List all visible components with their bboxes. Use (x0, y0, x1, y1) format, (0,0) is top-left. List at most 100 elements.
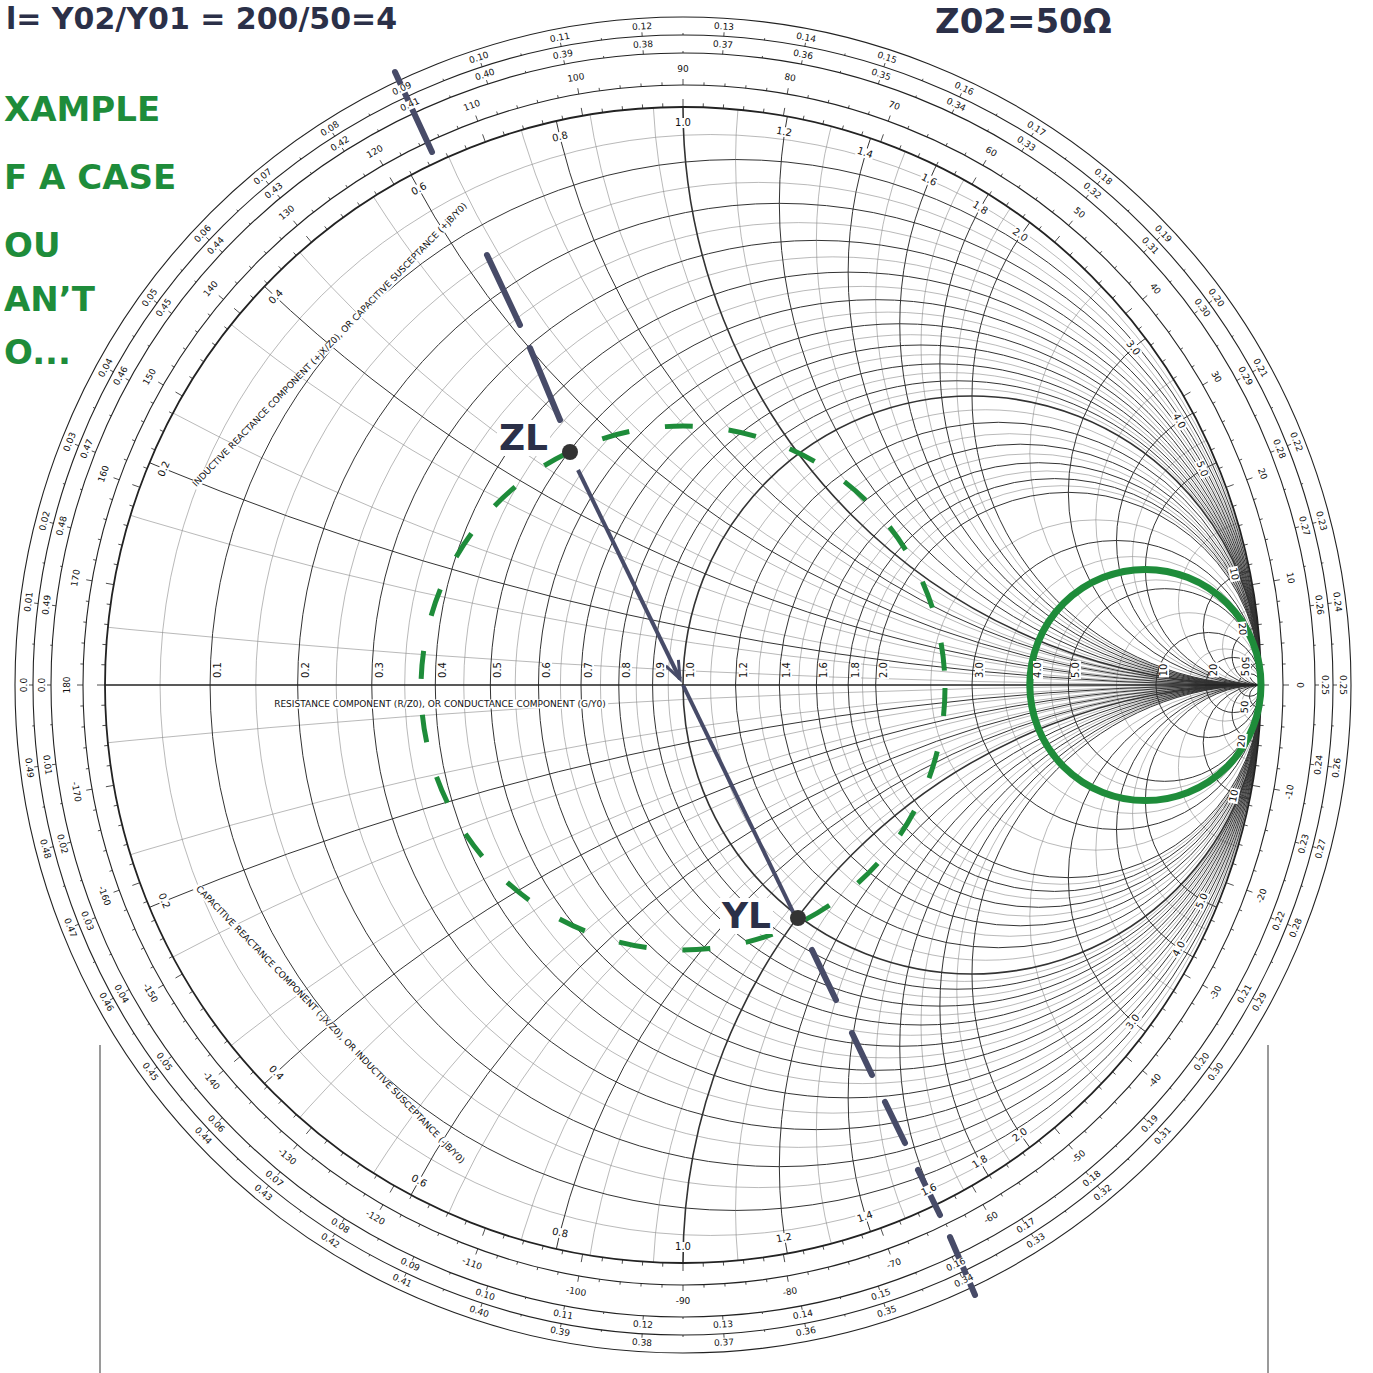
scale-tick (132, 485, 140, 488)
wavelength-value: 0.06 (192, 223, 214, 245)
scale-tick (1069, 221, 1073, 226)
scale-tick (201, 360, 204, 362)
scale-tick (803, 1250, 805, 1254)
scale-tick (1233, 864, 1237, 865)
scale-tick (377, 1239, 379, 1241)
wavelength-value: 0.03 (62, 430, 78, 454)
scale-tick (154, 1067, 157, 1069)
scale-tick (1069, 1145, 1073, 1150)
scale-tick (1247, 890, 1253, 892)
scale-tick (643, 1316, 644, 1320)
angle-value: -170 (70, 780, 83, 804)
wavelength-value: 0.04 (112, 982, 131, 1006)
scale-tick (908, 1241, 909, 1244)
scale-tick (249, 223, 250, 224)
reactance-value: 0.6 (408, 180, 429, 197)
scale-tick (840, 1297, 841, 1299)
scale-tick (102, 644, 106, 645)
reactance-value: 50 (1239, 655, 1250, 670)
angle-value: 50 (1071, 205, 1087, 221)
wavelength-value: 0.42 (318, 1232, 341, 1251)
scale-tick (237, 1159, 238, 1160)
scale-tick (1162, 1008, 1165, 1010)
point-label: YL (720, 898, 773, 934)
wavelength-value: 0.26 (1331, 756, 1343, 779)
scale-tick (783, 108, 784, 116)
scale-tick (1283, 663, 1286, 664)
scale-tick (557, 95, 559, 98)
scale-tick (98, 830, 101, 832)
paper-edge (99, 1045, 101, 1373)
scale-tick (787, 1276, 788, 1282)
scale-tick (1184, 269, 1186, 270)
scale-tick (63, 483, 65, 485)
scale-tick (109, 415, 111, 417)
wavelength-value: 0.33 (1024, 1232, 1047, 1251)
wavelength-value: 0.39 (548, 1326, 571, 1339)
scale-tick (1084, 1131, 1086, 1133)
scale-tick (151, 448, 155, 450)
scale-tick (457, 126, 458, 129)
angle-value: 100 (566, 72, 586, 84)
resistance-value: 1.4 (782, 661, 792, 679)
scale-tick (954, 171, 956, 175)
scale-tick (449, 1273, 451, 1275)
wavelength-value: 0.45 (140, 1061, 160, 1084)
scale-tick (1170, 1088, 1172, 1089)
reactance-arc (972, 685, 1373, 1263)
scale-tick (601, 1330, 602, 1332)
reactance-value: 1.2 (775, 1231, 794, 1244)
scale-tick (1070, 1115, 1073, 1118)
scale-tick (107, 604, 111, 606)
scale-tick (234, 1057, 240, 1062)
scale-tick (1226, 485, 1234, 488)
scale-tick (419, 1224, 420, 1227)
scale-tick (1097, 181, 1100, 184)
reactance-arc (683, 0, 1373, 685)
scale-tick (683, 33, 684, 35)
angle-value: 0 (1295, 681, 1304, 689)
paper-edge (1267, 1045, 1269, 1373)
wavelength-value: 0.19 (1153, 223, 1175, 245)
scale-tick (341, 1153, 343, 1156)
scale-tick (642, 104, 643, 108)
scale-tick (1184, 392, 1191, 396)
scale-tick (325, 226, 327, 229)
scale-tick (442, 79, 444, 81)
scale-tick (996, 1255, 998, 1257)
scale-tick (114, 478, 120, 480)
wavelength-value: 0.46 (96, 991, 115, 1015)
scale-tick (581, 108, 582, 116)
wavelength-value: 0.42 (328, 134, 351, 153)
scale-tick (483, 134, 486, 142)
scale-tick (380, 160, 383, 165)
scale-tick (1231, 440, 1234, 441)
scale-tick (368, 1255, 370, 1257)
scale-tick (358, 203, 360, 206)
wavelength-value: 0.16 (944, 1256, 968, 1274)
scale-tick (60, 566, 62, 567)
scale-tick (946, 143, 947, 146)
scale-tick (601, 38, 602, 40)
scale-ring (33, 35, 1333, 1335)
wavelength-value: 0.19 (1139, 1113, 1161, 1135)
scale-tick (346, 1182, 348, 1184)
reactance-value: 4.0 (1170, 410, 1187, 431)
wavelength-value: 0.25 (1338, 674, 1347, 696)
scale-tick (110, 498, 113, 500)
scale-tick (1255, 954, 1257, 956)
angle-value: -60 (982, 1210, 1001, 1226)
scale-tick (132, 1033, 134, 1034)
scale-tick (723, 32, 724, 36)
scale-tick (1192, 365, 1195, 367)
scale-tick (1255, 765, 1259, 767)
radial-line (530, 348, 560, 420)
scale-tick (1086, 195, 1089, 198)
wavelength-value: 0.05 (154, 1050, 174, 1073)
scale-tick (34, 766, 38, 768)
scale-tick (641, 1334, 642, 1338)
scale-tick (542, 120, 544, 124)
resistance-value: 0.6 (542, 661, 552, 679)
wavelength-value: 0.29 (1235, 364, 1254, 388)
scale-tick (1328, 766, 1332, 768)
